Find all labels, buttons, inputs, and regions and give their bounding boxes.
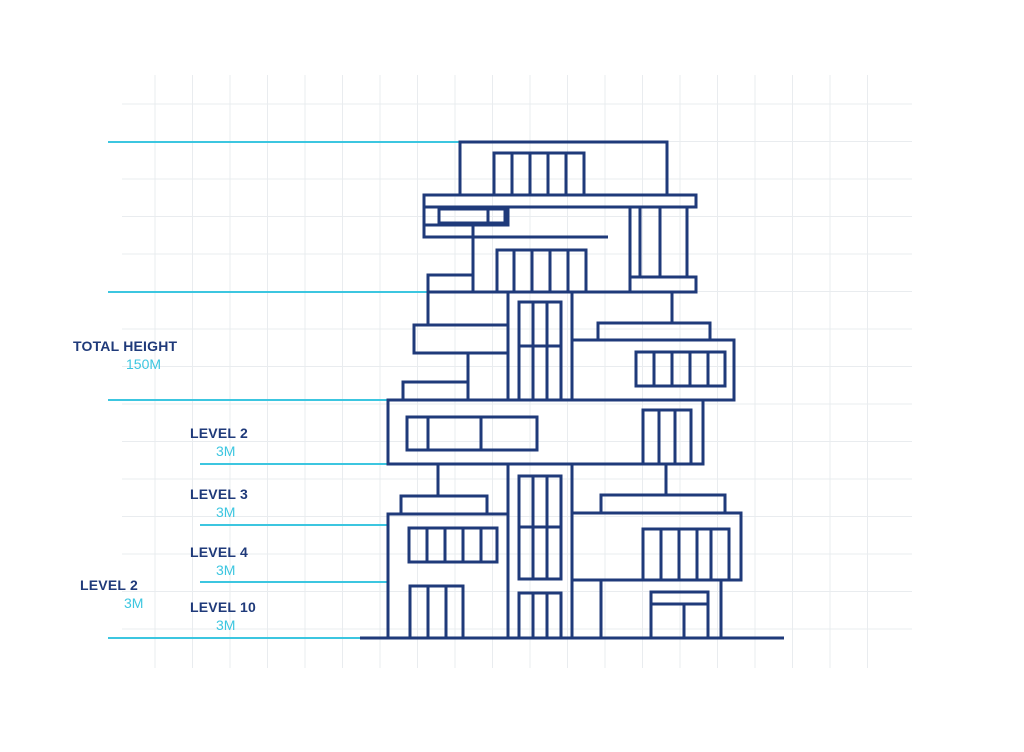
garage-door <box>649 590 710 640</box>
upper-side-ledge <box>628 275 698 294</box>
level-c-value: 3M <box>216 562 236 578</box>
middle-band-window-left <box>405 415 539 452</box>
building-illustration <box>360 140 784 640</box>
height-guide-lines <box>108 141 460 639</box>
lower-right-block <box>570 511 743 582</box>
level-a-title: LEVEL 2 <box>190 425 248 441</box>
roof-slab <box>422 193 698 209</box>
upper-center-window <box>495 248 588 294</box>
level-e-title: LEVEL 2 <box>80 577 138 593</box>
background-grid <box>122 75 912 668</box>
cantilever-window <box>437 207 507 225</box>
left-ledge <box>422 223 475 239</box>
level-e-value: 3M <box>124 595 144 611</box>
level-d-value: 3M <box>216 617 236 633</box>
level-a-value: 3M <box>216 443 236 459</box>
right-mid-ledge <box>596 321 712 342</box>
lower-right-ledge <box>599 493 727 515</box>
roof-block <box>458 140 669 197</box>
tower-door <box>517 591 563 640</box>
mid-left-ledge <box>401 380 470 402</box>
mid-left-block <box>426 292 508 327</box>
lower-left-window <box>407 526 499 564</box>
level-b-title: LEVEL 3 <box>190 486 248 502</box>
upper-left-step <box>426 273 475 294</box>
roof-window <box>492 151 586 197</box>
total-height-title: TOTAL HEIGHT <box>73 338 178 354</box>
lower-right-window <box>641 527 731 582</box>
middle-band-window-right <box>641 408 693 466</box>
level-b-value: 3M <box>216 504 236 520</box>
right-mid-window <box>634 350 727 388</box>
lower-left-door <box>408 584 465 640</box>
total-height-value: 150M <box>126 356 162 372</box>
lower-left-block <box>386 512 510 640</box>
level-c-title: LEVEL 4 <box>190 544 248 560</box>
level-d-title: LEVEL 10 <box>190 599 256 615</box>
tower-window-upper <box>517 300 563 402</box>
lower-left-ledge <box>399 494 489 516</box>
